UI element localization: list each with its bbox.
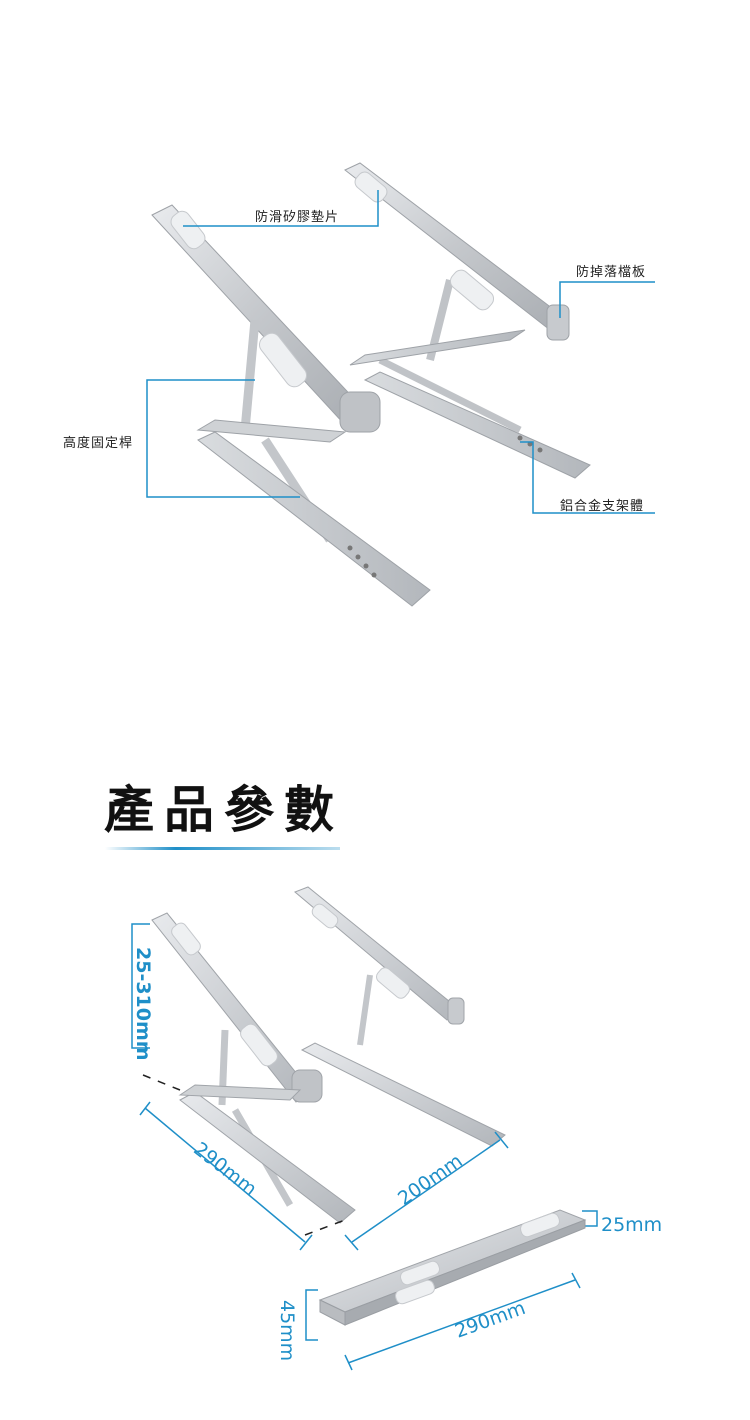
callout-height-rod-label: 高度固定桿 (63, 436, 134, 451)
dimension-lines (131, 923, 598, 1371)
back-stopper (546, 304, 570, 341)
stand-illustration (146, 162, 655, 607)
section-title: 產品參數 (104, 781, 344, 839)
title-underline (105, 847, 340, 850)
folded-height-label: 45mm (276, 1300, 298, 1362)
height-dimension-label: 25-310mm (132, 947, 154, 1061)
front-stopper (339, 391, 381, 433)
callout-lines (146, 190, 655, 514)
callout-pad-label: 防滑矽膠墊片 (255, 210, 340, 225)
callout-stopper-label: 防掉落檔板 (576, 265, 647, 280)
back-base (363, 371, 591, 479)
dimension-illustration (131, 886, 598, 1371)
front-base (197, 431, 431, 607)
folded-thickness-label: 25mm (601, 1214, 663, 1236)
callout-body-label: 鋁合金支架體 (560, 499, 645, 514)
